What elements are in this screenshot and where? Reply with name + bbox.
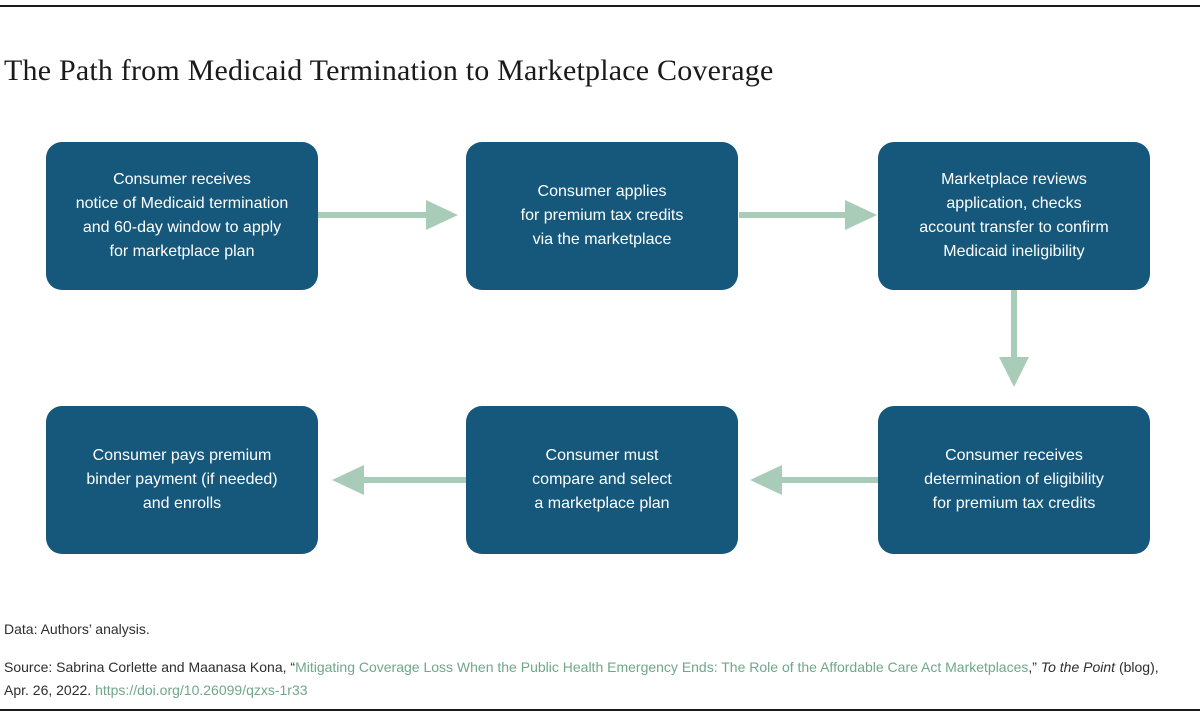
arrow-left-icon (750, 465, 782, 495)
arrow-shaft (1011, 290, 1017, 358)
arrow-shaft (780, 477, 878, 483)
source-publication-name: To the Point (1040, 659, 1116, 675)
source-article-link[interactable]: Mitigating Coverage Loss When the Public… (295, 659, 1029, 675)
arrow-right-icon (845, 200, 877, 230)
source-mid: ,” (1028, 659, 1041, 675)
arrow-down-icon (999, 357, 1029, 387)
arrow-left-icon (332, 465, 364, 495)
chart-title: The Path from Medicaid Termination to Ma… (4, 54, 774, 88)
source-doi-link[interactable]: https://doi.org/10.26099/qzxs-1r33 (95, 682, 308, 698)
data-note: Data: Authors’ analysis. (4, 621, 150, 637)
flow-step-1: Consumer receives notice of Medicaid ter… (46, 142, 318, 290)
source-citation: Source: Sabrina Corlette and Maanasa Kon… (4, 656, 1194, 702)
flow-step-4: Consumer receives determination of eligi… (878, 406, 1150, 554)
flow-step-3: Marketplace reviews application, checks … (878, 142, 1150, 290)
arrow-shaft (362, 477, 466, 483)
flow-step-6: Consumer pays premium binder payment (if… (46, 406, 318, 554)
arrow-shaft (739, 212, 847, 218)
flow-step-2: Consumer applies for premium tax credits… (466, 142, 738, 290)
source-date: Apr. 26, 2022. (4, 682, 96, 698)
bottom-border-rule (0, 709, 1200, 711)
source-prefix: Source: Sabrina Corlette and Maanasa Kon… (4, 659, 296, 675)
flow-step-5: Consumer must compare and select a marke… (466, 406, 738, 554)
arrow-shaft (318, 212, 428, 218)
source-after-italic: (blog), (1115, 659, 1159, 675)
arrow-right-icon (426, 200, 458, 230)
top-border-rule (0, 5, 1200, 7)
